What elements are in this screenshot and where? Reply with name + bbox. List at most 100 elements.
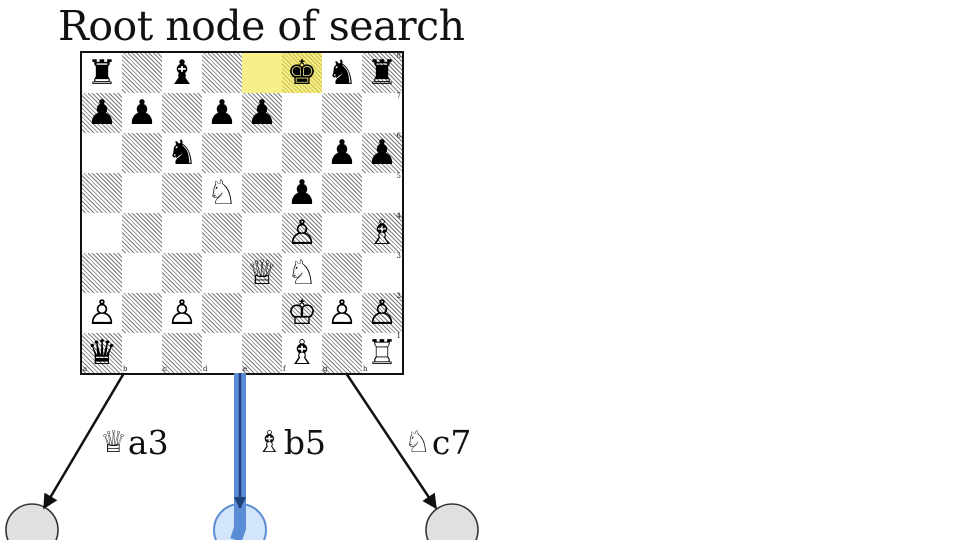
move-label-knight-c7: ♘c7 [404,423,471,462]
rank-label: 2 [396,292,401,300]
file-label: a [83,365,88,373]
rank-label: 8 [396,52,401,60]
black-pawn-icon: ♟ [326,133,358,173]
square-b7: ♟ [122,93,162,133]
move-text: c7 [431,423,472,462]
black-pawn-icon: ♟ [246,93,278,133]
square-c6: ♞ [162,133,202,173]
rank-label: 5 [396,172,401,180]
square-e1: e [242,333,282,373]
square-b6 [122,133,162,173]
square-h7: 7 [362,93,402,133]
diagram-title: Root node of search [58,2,465,50]
square-d4 [202,213,242,253]
white-bishop-icon: ♗ [366,213,398,253]
square-g3 [322,253,362,293]
square-h8: 8♜ [362,53,402,93]
file-label: d [203,365,208,373]
white-pawn-icon: ♙ [286,213,318,253]
square-d1: d [202,333,242,373]
square-g5 [322,173,362,213]
square-h1: 1 h♖ [362,333,402,373]
square-a5 [82,173,122,213]
square-f6 [282,133,322,173]
white-bishop-icon: ♗ [286,333,318,373]
rank-label: 4 [396,212,401,220]
white-knight-icon: ♘ [286,253,318,293]
square-d5: ♘ [202,173,242,213]
square-d8 [202,53,242,93]
black-pawn-icon: ♟ [286,173,318,213]
move-label-queen-a3: ♕a3 [100,423,169,462]
file-label: f [283,365,286,373]
black-king-icon: ♚ [286,53,318,93]
square-f4: ♙ [282,213,322,253]
square-b8 [122,53,162,93]
white-rook-icon: ♖ [366,333,398,373]
bishop-icon: ♗ [256,425,283,460]
move-label-bishop-b5: ♗b5 [256,423,326,462]
square-d7: ♟ [202,93,242,133]
file-label: b [123,365,128,373]
file-label: g [323,365,328,373]
square-h5: 5 [362,173,402,213]
square-d6 [202,133,242,173]
black-pawn-icon: ♟ [86,93,118,133]
square-a3 [82,253,122,293]
square-f3: ♘ [282,253,322,293]
white-knight-icon: ♘ [206,173,238,213]
square-c8: ♝ [162,53,202,93]
white-king-icon: ♔ [286,293,318,333]
rank-label: 7 [396,92,401,100]
square-g8: ♞ [322,53,362,93]
white-pawn-icon: ♙ [86,293,118,333]
black-pawn-icon: ♟ [126,93,158,133]
white-pawn-icon: ♙ [366,293,398,333]
square-a8: ♜ [82,53,122,93]
square-e3: ♕ [242,253,282,293]
square-g2: ♙ [322,293,362,333]
black-knight-icon: ♞ [326,53,358,93]
square-c3 [162,253,202,293]
square-b4 [122,213,162,253]
black-rook-icon: ♜ [86,53,118,93]
square-g7 [322,93,362,133]
child-node [425,503,479,540]
knight-icon: ♘ [404,425,431,460]
tree-edge [344,372,438,510]
white-pawn-icon: ♙ [166,293,198,333]
black-knight-icon: ♞ [166,133,198,173]
file-label: e [243,365,248,373]
square-f2: ♔ [282,293,322,333]
queen-icon: ♕ [100,425,127,460]
square-h3: 3 [362,253,402,293]
child-node [5,503,59,540]
square-h6: 6♟ [362,133,402,173]
black-queen-icon: ♛ [86,333,118,373]
square-g6: ♟ [322,133,362,173]
square-e8 [242,53,282,93]
square-c7 [162,93,202,133]
square-g1: g [322,333,362,373]
square-e7: ♟ [242,93,282,133]
square-h4: 4♗ [362,213,402,253]
move-text: b5 [283,423,327,462]
rank-label: 3 [396,252,401,260]
file-label: h [363,365,368,373]
tree-edge [42,372,126,510]
square-a1: a♛ [82,333,122,373]
rank-label: 1 [396,332,401,340]
square-f8: ♚ [282,53,322,93]
white-pawn-icon: ♙ [326,293,358,333]
black-pawn-icon: ♟ [206,93,238,133]
square-f5: ♟ [282,173,322,213]
rank-label: 6 [396,132,401,140]
square-c5 [162,173,202,213]
file-label: c [163,365,167,373]
square-c1: c [162,333,202,373]
square-e5 [242,173,282,213]
square-b2 [122,293,162,333]
black-bishop-icon: ♝ [166,53,198,93]
white-queen-icon: ♕ [246,253,278,293]
